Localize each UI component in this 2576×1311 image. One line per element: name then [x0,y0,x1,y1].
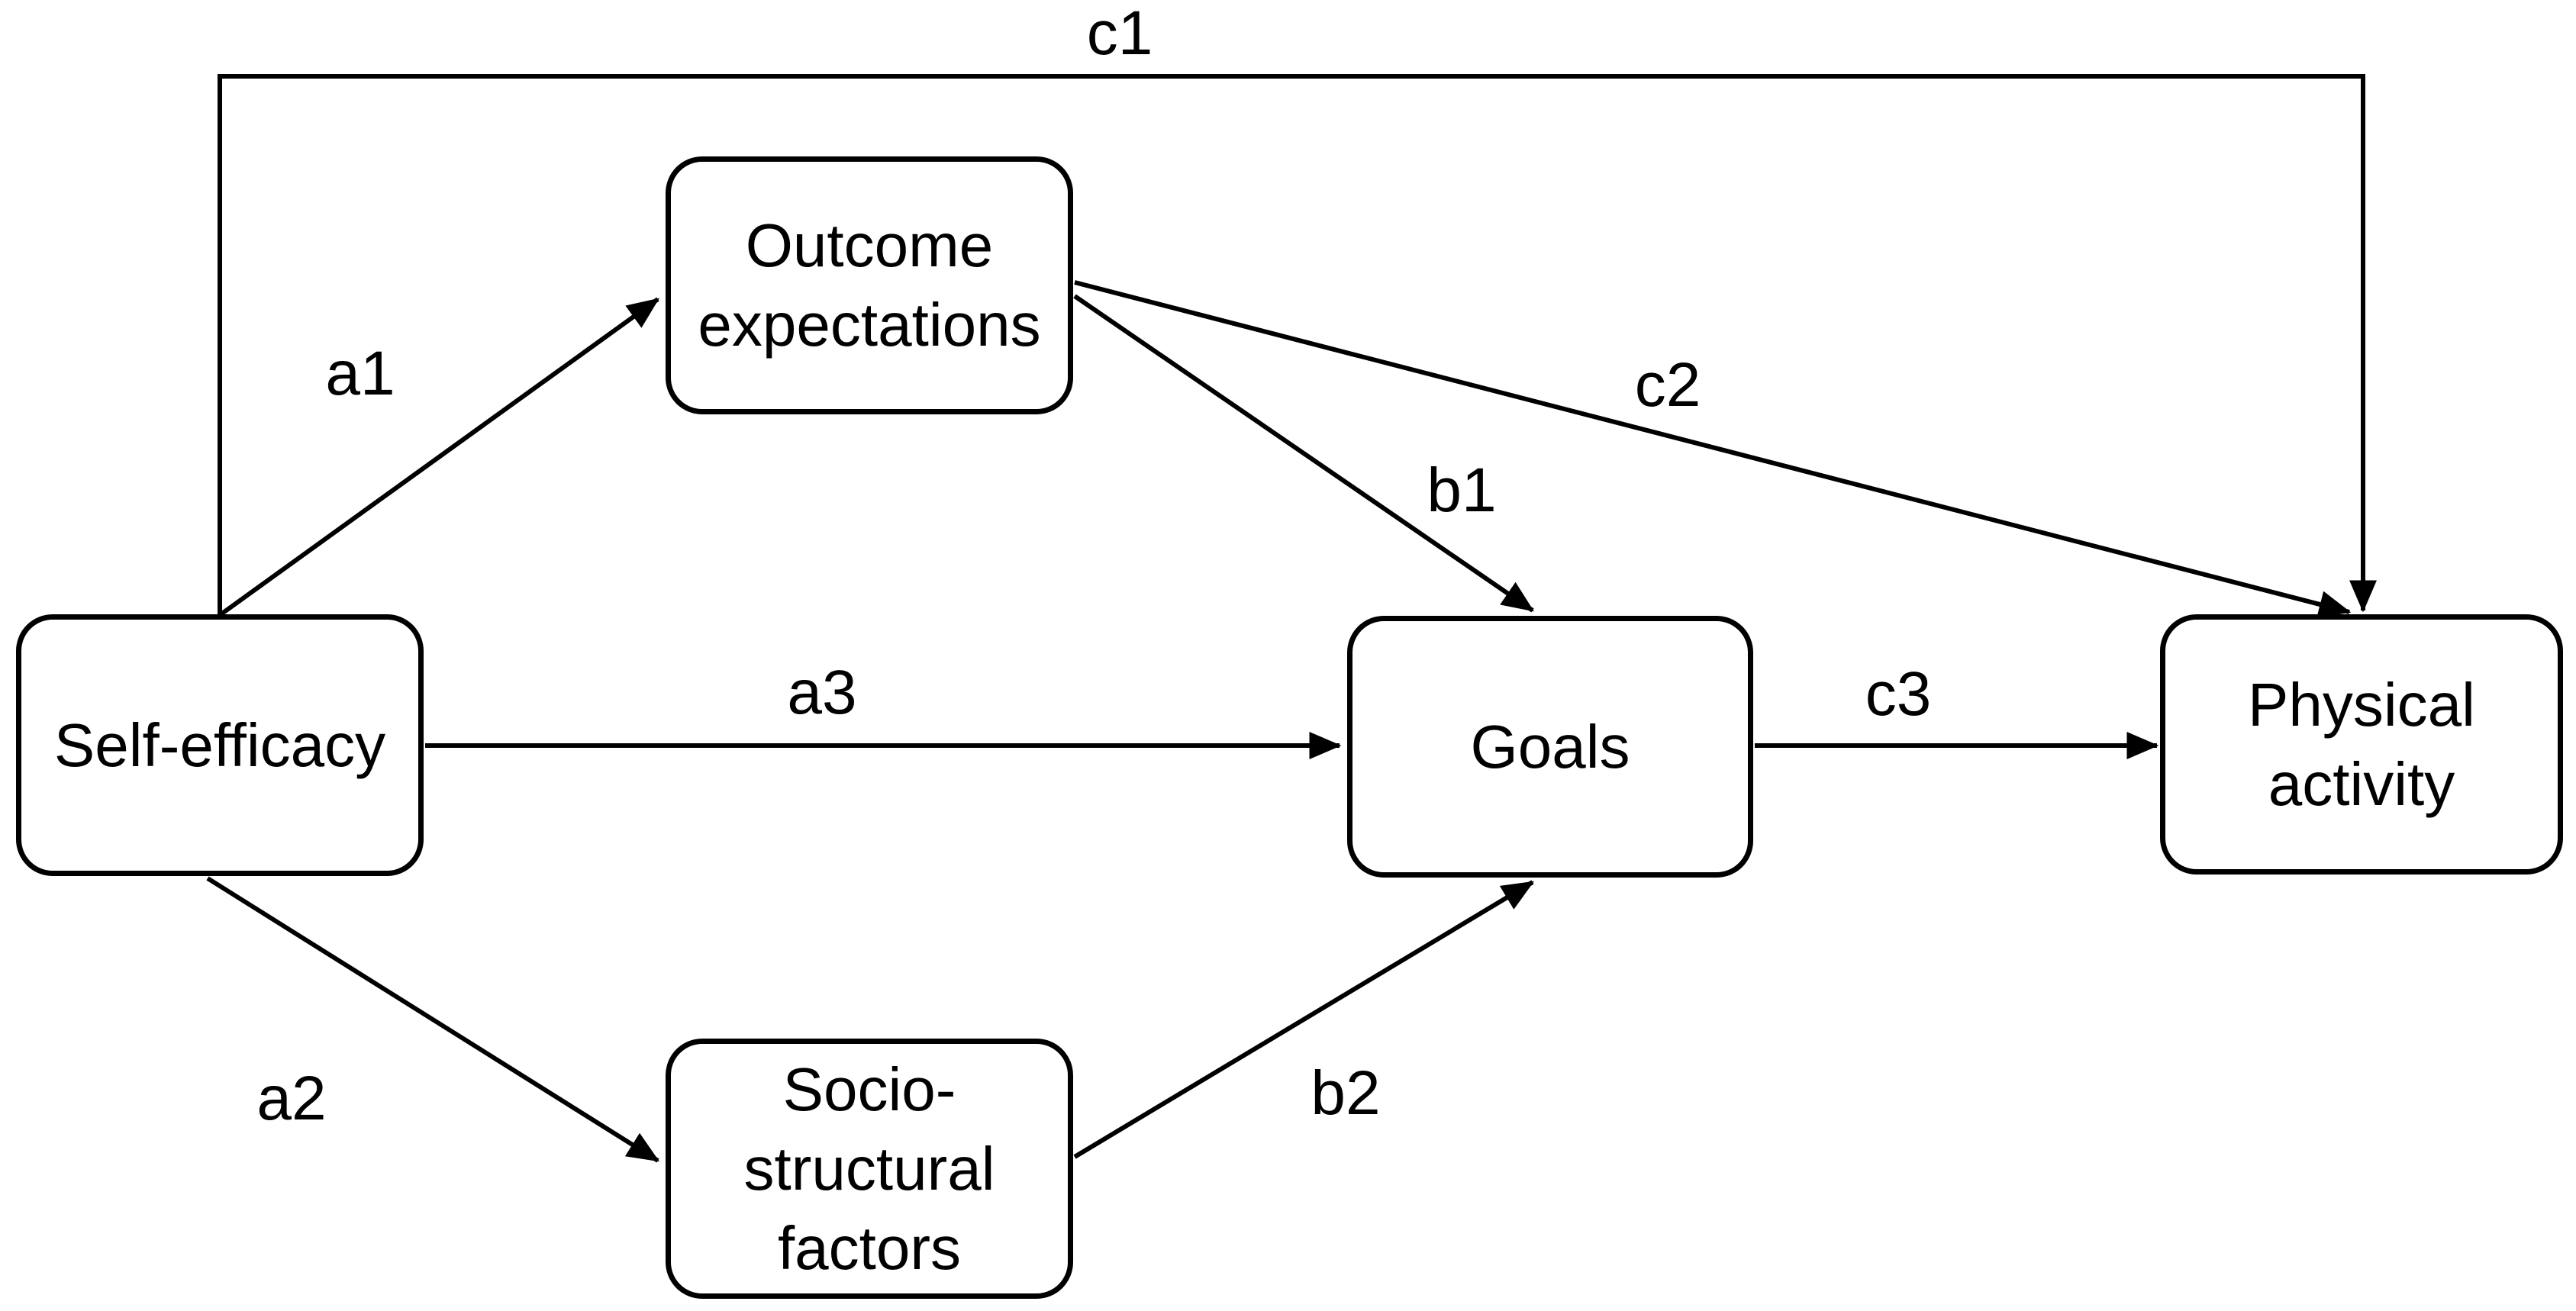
path-a1-line [218,297,659,617]
path-a2-line [206,876,660,1163]
path-b2-line [1073,880,1535,1159]
path-b1-line [1073,294,1534,613]
path-c2-line [1074,280,2352,618]
node-physical-activity: Physical activity [2160,614,2563,875]
node-outcome-expectations: Outcome expectations [666,156,1073,414]
path-label-b2: b2 [1311,1058,1381,1128]
node-goals-label: Goals [1470,712,1630,781]
path-label-a3: a3 [787,658,857,727]
path-label-c1: c1 [1086,0,1153,68]
node-physical-activity-label-line1: Physical [2248,670,2475,739]
path-label-a2: a2 [256,1064,327,1133]
node-socio-structural-factors: Socio- structural factors [666,1039,1073,1299]
node-goals: Goals [1347,616,1753,878]
path-c1-line [218,74,2377,616]
path-label-c3: c3 [1865,659,1932,729]
node-outcome-expectations-label-line2: expectations [698,291,1041,359]
node-physical-activity-label-line2: activity [2268,749,2455,818]
path-label-c2: c2 [1634,350,1701,420]
path-label-a1: a1 [325,339,395,408]
node-self-efficacy-label: Self-efficacy [53,710,386,779]
node-socio-structural-factors-label-line2: structural [743,1134,995,1203]
node-socio-structural-factors-label-line3: factors [777,1213,962,1282]
node-self-efficacy: Self-efficacy [16,614,424,876]
node-socio-structural-factors-label-line1: Socio- [782,1055,956,1123]
node-outcome-expectations-label-line1: Outcome [745,211,994,279]
path-label-b1: b1 [1427,456,1497,525]
